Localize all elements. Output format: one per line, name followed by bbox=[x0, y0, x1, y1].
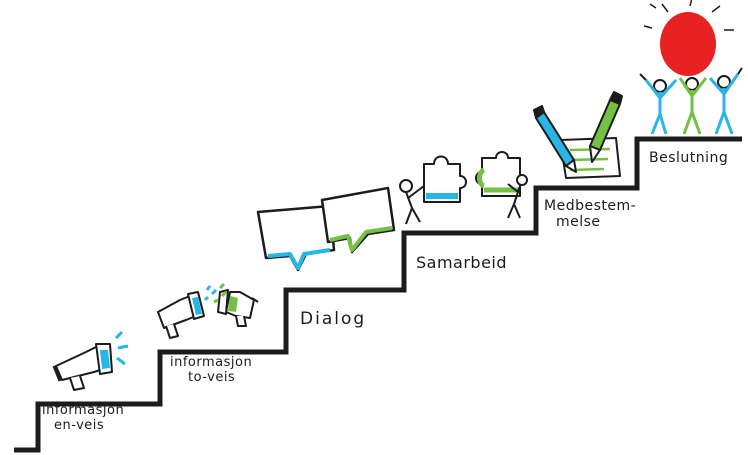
step3-line1: Dialog bbox=[300, 309, 367, 329]
megaphone-icon bbox=[52, 330, 129, 391]
speech-bubbles-icon bbox=[256, 186, 396, 272]
step-label-beslutning: Beslutning bbox=[649, 150, 728, 166]
step5-line2: melse bbox=[556, 214, 601, 231]
step5-line1: Medbestem- bbox=[544, 198, 637, 214]
signing-pens-icon bbox=[533, 91, 623, 179]
step2-line2: to-veis bbox=[188, 369, 236, 385]
step1-line1: informasjon bbox=[42, 403, 125, 418]
step2-line1: informasjon bbox=[170, 355, 253, 370]
celebrating-people-balloon-icon bbox=[639, 0, 743, 135]
step-label-informasjon-en-veis: informasjon en-veis bbox=[42, 403, 125, 434]
step-label-medbestemmelse: Medbestem- melse bbox=[544, 198, 636, 230]
step4-line1: Samarbeid bbox=[416, 253, 508, 272]
two-megaphones-icon bbox=[157, 282, 259, 339]
step1-line2: en-veis bbox=[54, 417, 105, 433]
step-label-informasjon-to-veis: informasjon to-veis bbox=[170, 355, 253, 386]
puzzle-pieces-icon bbox=[399, 151, 528, 225]
step-label-dialog: Dialog bbox=[300, 309, 367, 330]
staircase-line bbox=[14, 136, 742, 453]
step6-line1: Beslutning bbox=[649, 150, 729, 166]
step-label-samarbeid: Samarbeid bbox=[416, 253, 508, 272]
